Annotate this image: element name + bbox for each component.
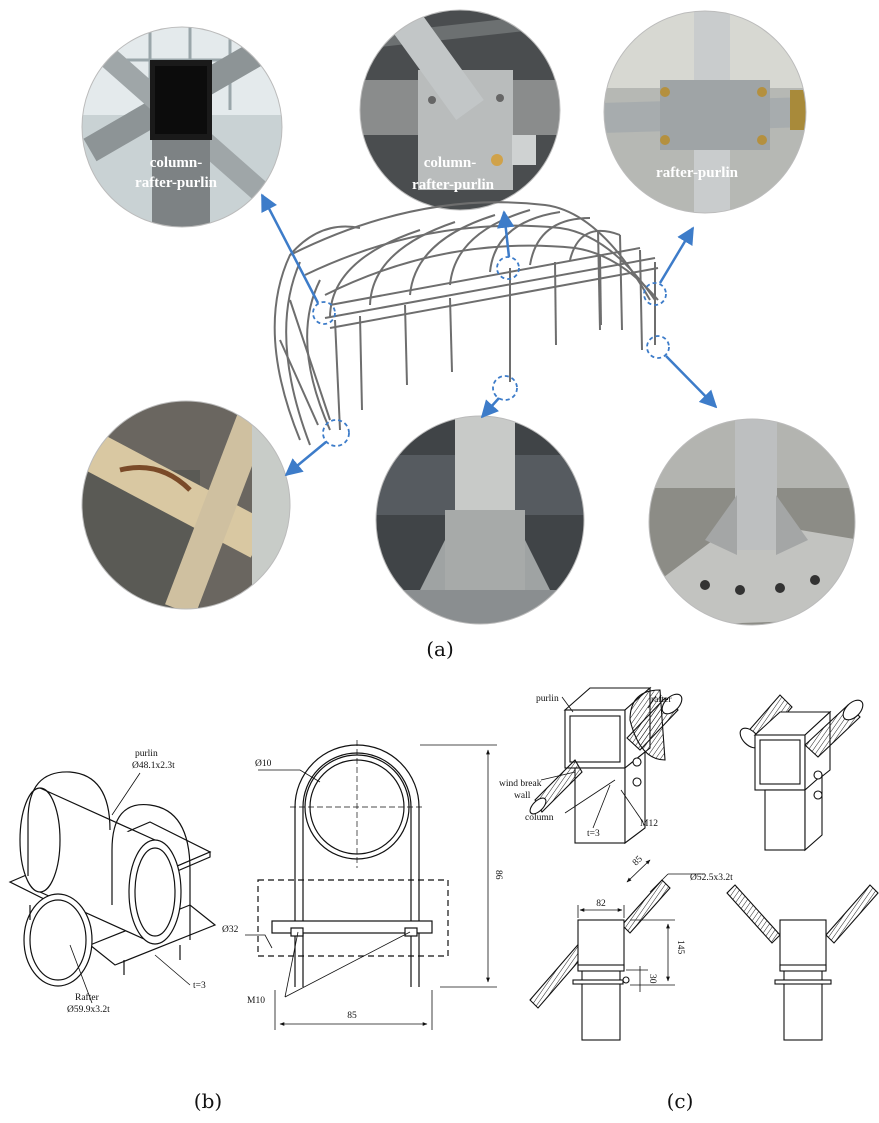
photo-top-left: column-rafter-purlin (81, 26, 283, 228)
drawing-c-elev-1-dims (577, 859, 705, 992)
detail-arrows (260, 193, 718, 477)
photo-top-right: rafter-purlin (603, 10, 807, 214)
panel-label-a: (a) (426, 637, 454, 661)
c-m12: M12 (640, 819, 658, 829)
panel-label-c: (c) (667, 1089, 694, 1113)
drawing-c-iso-1-leaders (540, 695, 657, 829)
c-dim-82: 82 (596, 899, 606, 909)
photo-top-right-label: rafter-purlin (656, 165, 739, 181)
b-rafter-spec: Ø59.9x3.2t (67, 1005, 110, 1015)
b-pipe-dia: Ø32 (222, 925, 239, 935)
c-dim-30: 30 (647, 974, 657, 984)
c-thickness: t=3 (587, 829, 600, 839)
c-pipe-spec: Ø52.5x3.2t (690, 873, 733, 883)
drawing-b-iso-leaders (69, 772, 191, 1004)
b-thickness: t=3 (193, 981, 206, 991)
c-dim-85: 85 (631, 854, 645, 868)
photo-top-center-label: column-rafter-purlin (412, 155, 495, 193)
drawing-b-elevation (257, 740, 449, 987)
photo-top-center: column-rafter-purlin (359, 9, 561, 211)
b-height-dim: 86 (493, 870, 503, 880)
b-rafter-label: Rafter (75, 992, 100, 1003)
b-bolt-dia: Ø10 (255, 759, 272, 769)
greenhouse-frame (273, 201, 659, 446)
drawing-c-elev-2 (726, 884, 879, 1041)
c-wind-break-1: wind break (499, 779, 542, 789)
photo-top-left-label: column-rafter-purlin (135, 155, 218, 191)
drawing-b-isometric (8, 771, 217, 987)
b-width-dim: 85 (347, 1011, 357, 1021)
drawing-c-elev-1 (529, 879, 671, 1041)
panel-label-b: (b) (194, 1089, 222, 1113)
c-rafter: rafter (651, 694, 672, 705)
photo-bottom-right (648, 418, 856, 626)
c-column: column (525, 813, 554, 823)
photo-bottom-center (375, 415, 585, 625)
b-purlin-label: purlin (135, 749, 158, 759)
drawing-c-iso-2 (739, 694, 864, 852)
c-dim-145: 145 (675, 940, 685, 955)
drawing-c-iso-1 (529, 686, 683, 845)
photo-bottom-left (81, 400, 291, 610)
c-purlin: purlin (536, 694, 559, 704)
b-purlin-spec: Ø48.1x2.3t (132, 761, 175, 771)
drawing-b-dimensions (245, 744, 497, 1030)
b-bolt-size: M10 (247, 996, 265, 1006)
c-wind-break-2: wall (514, 791, 531, 801)
